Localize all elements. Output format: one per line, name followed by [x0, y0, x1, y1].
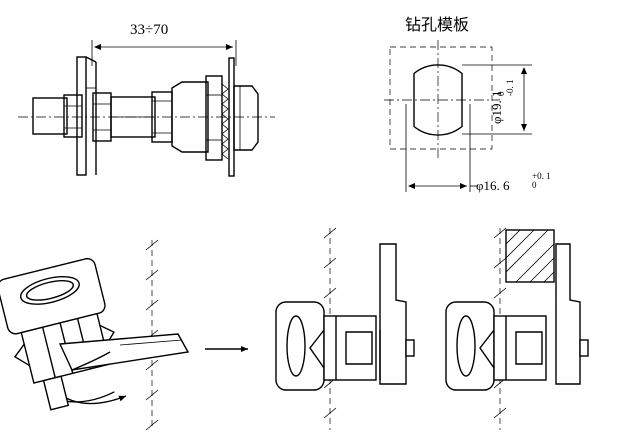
- drill-template-view: [384, 40, 532, 192]
- hole-diameter-horizontal-tol-lower: 0: [532, 180, 537, 190]
- frame-section: [505, 229, 555, 283]
- rotation-arrow: [65, 395, 127, 405]
- d-hole-outline: [413, 64, 463, 136]
- install-step-insert: [0, 239, 190, 431]
- lock-side-elevation: [18, 40, 275, 177]
- panel-outline: [389, 46, 493, 150]
- hole-diameter-vertical-tolerance: 0 -0. 1: [496, 79, 515, 97]
- install-step-locked: [445, 227, 589, 430]
- hole-diameter-horizontal-tol-upper: +0. 1: [532, 171, 551, 181]
- hole-diameter-horizontal-label: φ16. 6: [476, 178, 510, 193]
- hole-diameter-vertical-tol-lower: -0. 1: [505, 79, 515, 97]
- hole-diameter-horizontal-tolerance: +0. 1 0: [532, 172, 551, 190]
- clamp-range-label: 33÷70: [130, 22, 169, 38]
- drill-template-title: 钻孔模板: [405, 15, 470, 34]
- install-step-mounted: [275, 227, 415, 430]
